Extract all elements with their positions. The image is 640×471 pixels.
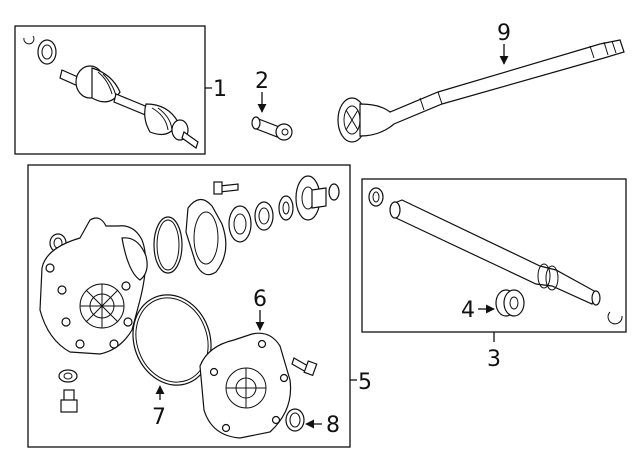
callout-2: 2	[255, 69, 269, 94]
axle-snap-ring	[607, 311, 623, 325]
callout-6: 6	[253, 287, 267, 312]
flange-plate	[185, 198, 227, 276]
stud-bolt	[251, 116, 293, 141]
axle-shaft-group: 4 3	[361, 178, 627, 372]
callout-1: 1	[213, 77, 227, 102]
differential-housing	[39, 217, 148, 355]
washer	[37, 39, 57, 65]
callout-5: 5	[358, 370, 372, 395]
half-shaft	[59, 65, 199, 149]
callout-4: 4	[461, 298, 475, 323]
o-ring-small	[153, 216, 183, 274]
callout-8: 8	[326, 413, 340, 438]
callout-7: 7	[152, 405, 166, 430]
drive-shaft	[337, 39, 625, 143]
rear-cover	[199, 332, 292, 439]
differential-group: 5	[27, 164, 372, 448]
part-9-group: 9	[337, 21, 625, 143]
rear-seal	[285, 408, 305, 432]
differential-frame	[27, 164, 351, 448]
axle-bearing	[495, 289, 525, 317]
cover-bolt-top	[213, 181, 239, 195]
cover-bolt-right	[291, 357, 318, 377]
bearing-set	[228, 195, 294, 243]
drain-plug	[58, 369, 78, 413]
snap-ring	[23, 35, 35, 45]
half-shaft-group: 1	[14, 25, 227, 155]
half-shaft-frame	[14, 25, 206, 155]
axle-seal	[368, 187, 384, 207]
cover-gasket	[132, 294, 212, 386]
pinion-flange	[295, 175, 340, 221]
callout-3: 3	[487, 347, 501, 372]
callout-9: 9	[497, 21, 511, 46]
axle-shaft	[389, 199, 601, 306]
part-2-group: 2	[251, 69, 293, 141]
